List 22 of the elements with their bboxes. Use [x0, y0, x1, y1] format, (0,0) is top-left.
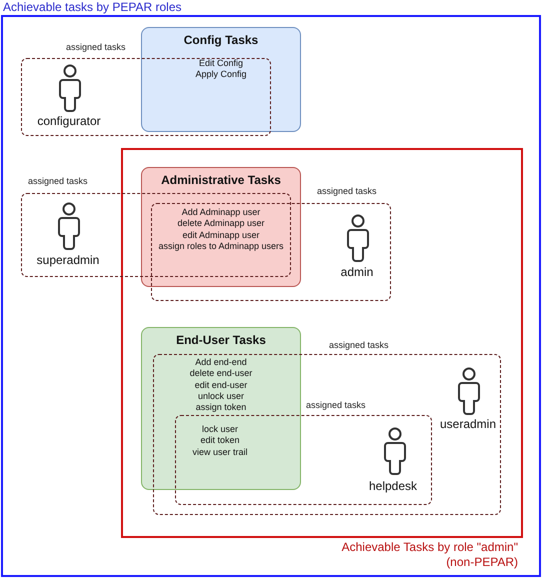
region-heading: Achievable tasks by PEPAR roles: [3, 0, 183, 15]
assignment-label: assigned tasks: [329, 340, 390, 352]
assignment-label: assigned tasks: [317, 186, 378, 198]
task-list: lock user edit token view user trail: [160, 424, 280, 458]
task-group-box: [141, 27, 301, 132]
role-name: helpdesk: [368, 479, 418, 494]
role-name: configurator: [36, 114, 102, 129]
task-list: Edit Config Apply Config: [171, 58, 271, 80]
box-title: Administrative Tasks: [160, 173, 282, 188]
task-group-box: [141, 167, 301, 287]
box-title: End-User Tasks: [175, 333, 267, 348]
assignment-label: assigned tasks: [306, 400, 367, 412]
box-title: Config Tasks: [182, 33, 260, 48]
region-caption: Achievable Tasks by role "admin" (non-PEPAR): [340, 540, 518, 570]
role-name: admin: [340, 265, 374, 280]
role-name: superadmin: [36, 253, 100, 268]
task-list: Add Adminapp user delete Adminapp user edit Adminapp user assign roles to Adminapp users: [146, 207, 296, 252]
assignment-label: assigned tasks: [66, 42, 127, 54]
task-list: Add end-end delete end-user edit end-user unlock user assign token: [161, 357, 281, 414]
task-group-box: [141, 327, 301, 490]
assignment-label: assigned tasks: [28, 176, 89, 188]
role-name: useradmin: [438, 417, 498, 432]
